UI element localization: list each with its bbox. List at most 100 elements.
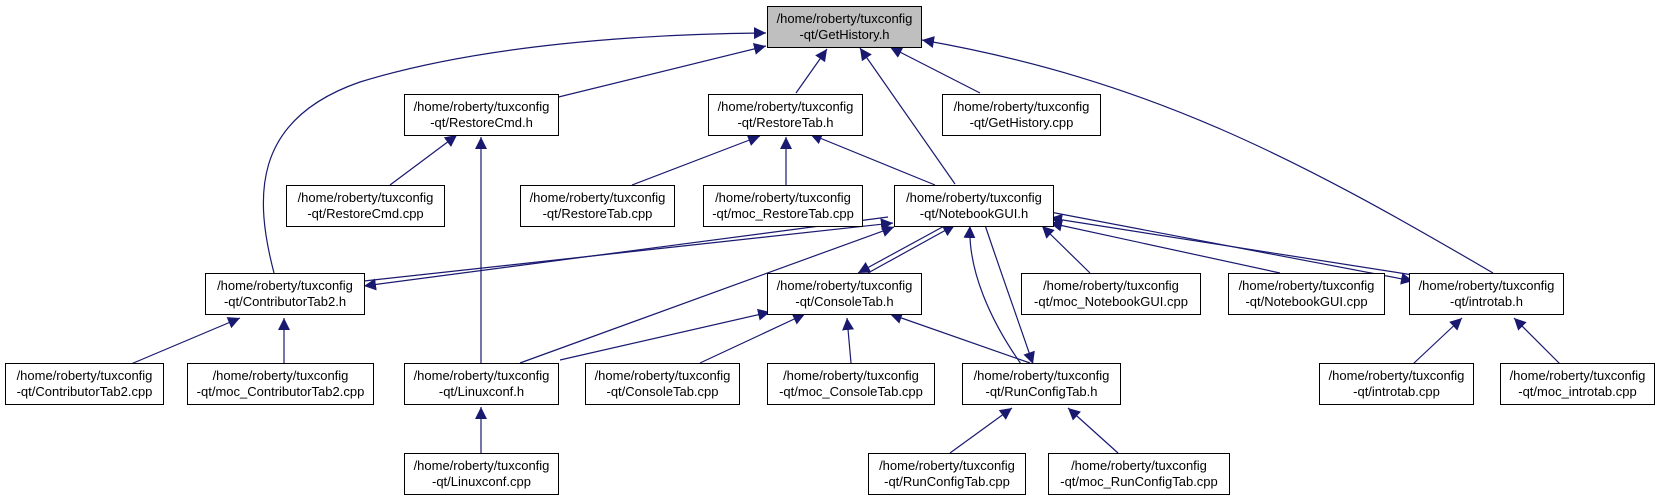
node-moc-restoretab-cpp[interactable]: /home/roberty/tuxconfig -qt/moc_RestoreT…: [703, 185, 863, 227]
node-restoretab-cpp[interactable]: /home/roberty/tuxconfig -qt/RestoreTab.c…: [520, 185, 675, 227]
node-introtab-cpp-line2: -qt/introtab.cpp: [1353, 384, 1440, 399]
edge-consoletab-to-notebookgui: [867, 224, 956, 274]
edge-mocnotebookgui-to-notebookgui: [1041, 225, 1091, 274]
node-introtab-h[interactable]: /home/roberty/tuxconfig -qt/introtab.h: [1409, 273, 1564, 315]
edge-linuxconf-to-consoletab: [559, 308, 771, 361]
node-introtab-h-line2: -qt/introtab.h: [1450, 294, 1523, 309]
edge-runconfigtab-to-notebookgui: [963, 225, 1022, 365]
node-notebookgui-cpp-line2: -qt/NotebookGUI.cpp: [1245, 294, 1368, 309]
node-gethistory-cpp-line1: /home/roberty/tuxconfig: [953, 99, 1090, 114]
edge-contributortab2-to-gethistory: [262, 27, 767, 274]
edge-notebookguicpp-to-notebookgui: [1049, 219, 1281, 274]
node-consoletab-h-line1: /home/roberty/tuxconfig: [776, 278, 913, 293]
node-runconfigtab-h-line2: -qt/RunConfigTab.h: [985, 384, 1098, 399]
node-moc-restoretab-cpp-line2: -qt/moc_RestoreTab.cpp: [712, 206, 854, 221]
edge-restoretab-to-gethistory: [795, 48, 828, 94]
node-introtab-cpp-line1: /home/roberty/tuxconfig: [1328, 368, 1465, 383]
edge-runconfigtab-to-consoletab: [889, 312, 1031, 364]
edge-linuxconf-to-notebookgui: [519, 225, 895, 364]
node-gethistory-cpp[interactable]: /home/roberty/tuxconfig -qt/GetHistory.c…: [942, 94, 1101, 136]
node-moc-notebookgui-cpp-line1: /home/roberty/tuxconfig: [1043, 278, 1179, 293]
edge-mocrunconfigtab-to-runconfigtab: [1067, 407, 1119, 454]
edge-notebookgui-to-runconfigtab: [984, 224, 1035, 365]
node-restorecmd-cpp-line2: -qt/RestoreCmd.cpp: [307, 206, 424, 221]
node-consoletab-cpp[interactable]: /home/roberty/tuxconfig -qt/ConsoleTab.c…: [585, 363, 740, 405]
node-moc-consoletab-cpp-line2: -qt/moc_ConsoleTab.cpp: [779, 384, 923, 399]
edge-contributortab2cpp-to-contributortab2: [130, 317, 241, 365]
edge-notebookgui-to-gethistory: [859, 47, 956, 185]
node-introtab-cpp[interactable]: /home/roberty/tuxconfig -qt/introtab.cpp: [1319, 363, 1474, 405]
node-notebookgui-h[interactable]: /home/roberty/tuxconfig -qt/NotebookGUI.…: [894, 185, 1054, 227]
node-restorecmd-h[interactable]: /home/roberty/tuxconfig -qt/RestoreCmd.h: [404, 94, 559, 136]
node-runconfigtab-h[interactable]: /home/roberty/tuxconfig -qt/RunConfigTab…: [962, 363, 1121, 405]
node-restoretab-h[interactable]: /home/roberty/tuxconfig -qt/RestoreTab.h: [708, 94, 863, 136]
node-linuxconf-h-line2: -qt/Linuxconf.h: [438, 384, 525, 399]
node-runconfigtab-cpp-line1: /home/roberty/tuxconfig: [879, 458, 1015, 473]
edge-restorecmd-to-gethistory: [529, 43, 767, 105]
node-contributortab2-cpp-line1: /home/roberty/tuxconfig: [16, 368, 153, 383]
node-restorecmd-h-line2: -qt/RestoreCmd.h: [430, 115, 533, 130]
edge-contributortab2-to-notebookgui: [363, 218, 894, 282]
node-moc-consoletab-cpp[interactable]: /home/roberty/tuxconfig -qt/moc_ConsoleT…: [767, 363, 935, 405]
node-moc-runconfigtab-cpp-line2: -qt/moc_RunConfigTab.cpp: [1060, 474, 1218, 489]
node-restoretab-h-line2: -qt/RestoreTab.h: [737, 115, 834, 130]
node-moc-notebookgui-cpp-line2: -qt/moc_NotebookGUI.cpp: [1034, 294, 1188, 309]
node-linuxconf-h-line1: /home/roberty/tuxconfig: [413, 368, 550, 383]
node-introtab-h-line1: /home/roberty/tuxconfig: [1418, 278, 1555, 293]
node-notebookgui-h-line2: -qt/NotebookGUI.h: [919, 206, 1029, 221]
edge-gethistorycpp-to-gethistory: [889, 46, 981, 94]
node-moc-notebookgui-cpp[interactable]: /home/roberty/tuxconfig -qt/moc_Notebook…: [1021, 273, 1201, 315]
node-contributortab2-h-line2: -qt/ContributorTab2.h: [223, 294, 347, 309]
node-contributortab2-h-line1: /home/roberty/tuxconfig: [217, 278, 353, 293]
edge-notebookgui-to-contributortab2: [363, 216, 889, 291]
node-contributortab2-h[interactable]: /home/roberty/tuxconfig -qt/ContributorT…: [205, 273, 365, 315]
edge-mocconsoletab-to-consoletab: [842, 317, 855, 364]
edge-introtab-to-gethistory: [921, 36, 1494, 274]
edge-runconfigtabcpp-to-runconfigtab: [949, 407, 1013, 454]
node-restoretab-cpp-line1: /home/roberty/tuxconfig: [529, 190, 666, 205]
node-moc-consoletab-cpp-line1: /home/roberty/tuxconfig: [783, 368, 919, 383]
node-moc-contributortab2-cpp-line2: -qt/moc_ContributorTab2.cpp: [196, 384, 365, 399]
node-runconfigtab-cpp[interactable]: /home/roberty/tuxconfig -qt/RunConfigTab…: [868, 453, 1026, 495]
node-moc-contributortab2-cpp[interactable]: /home/roberty/tuxconfig -qt/moc_Contribu…: [187, 363, 374, 405]
node-restorecmd-cpp[interactable]: /home/roberty/tuxconfig -qt/RestoreCmd.c…: [286, 185, 445, 227]
node-linuxconf-cpp-line1: /home/roberty/tuxconfig: [413, 458, 550, 473]
node-contributortab2-cpp-line2: -qt/ContributorTab2.cpp: [16, 384, 153, 399]
edge-restoretabcpp-to-restoretab: [631, 134, 761, 186]
edge-introtabcpp-to-introtab: [1412, 317, 1463, 365]
edge-consoletabcpp-to-consoletab: [699, 313, 806, 364]
edge-notebookgui-to-introtab: [1049, 211, 1414, 285]
node-linuxconf-h[interactable]: /home/roberty/tuxconfig -qt/Linuxconf.h: [404, 363, 559, 405]
node-restoretab-cpp-line2: -qt/RestoreTab.cpp: [542, 206, 653, 221]
node-moc-introtab-cpp-line2: -qt/moc_introtab.cpp: [1518, 384, 1637, 399]
node-notebookgui-cpp[interactable]: /home/roberty/tuxconfig -qt/NotebookGUI.…: [1228, 273, 1385, 315]
node-gethistory-cpp-line2: -qt/GetHistory.cpp: [969, 115, 1074, 130]
node-gethistory-h-line1: /home/roberty/tuxconfig: [776, 11, 913, 26]
node-moc-runconfigtab-cpp-line1: /home/roberty/tuxconfig: [1071, 458, 1207, 473]
node-linuxconf-cpp[interactable]: /home/roberty/tuxconfig -qt/Linuxconf.cp…: [404, 453, 559, 495]
node-notebookgui-cpp-line1: /home/roberty/tuxconfig: [1238, 278, 1375, 293]
node-consoletab-h-line2: -qt/ConsoleTab.h: [795, 294, 894, 309]
edge-notebookgui-to-restoretab: [809, 132, 936, 186]
node-moc-runconfigtab-cpp[interactable]: /home/roberty/tuxconfig -qt/moc_RunConfi…: [1048, 453, 1230, 495]
node-moc-contributortab2-cpp-line1: /home/roberty/tuxconfig: [212, 368, 349, 383]
node-runconfigtab-cpp-line2: -qt/RunConfigTab.cpp: [884, 474, 1010, 489]
node-restoretab-h-line1: /home/roberty/tuxconfig: [717, 99, 854, 114]
node-consoletab-h[interactable]: /home/roberty/tuxconfig -qt/ConsoleTab.h: [767, 273, 922, 315]
node-gethistory-h-line2: -qt/GetHistory.h: [799, 27, 890, 42]
node-gethistory-h[interactable]: /home/roberty/tuxconfig -qt/GetHistory.h: [767, 6, 922, 48]
node-restorecmd-h-line1: /home/roberty/tuxconfig: [413, 99, 550, 114]
node-moc-introtab-cpp[interactable]: /home/roberty/tuxconfig -qt/moc_introtab…: [1500, 363, 1655, 405]
node-restorecmd-cpp-line1: /home/roberty/tuxconfig: [297, 190, 434, 205]
node-runconfigtab-h-line1: /home/roberty/tuxconfig: [973, 368, 1110, 383]
node-consoletab-cpp-line1: /home/roberty/tuxconfig: [594, 368, 731, 383]
node-moc-introtab-cpp-line1: /home/roberty/tuxconfig: [1509, 368, 1646, 383]
node-moc-restoretab-cpp-line1: /home/roberty/tuxconfig: [715, 190, 851, 205]
edge-restorecmdcpp-to-restorecmd: [389, 134, 458, 186]
node-contributortab2-cpp[interactable]: /home/roberty/tuxconfig -qt/ContributorT…: [5, 363, 164, 405]
node-linuxconf-cpp-line2: -qt/Linuxconf.cpp: [431, 474, 531, 489]
edge-notebookgui-to-consoletab: [857, 223, 949, 274]
edge-mocintrotab-to-introtab: [1513, 317, 1561, 365]
